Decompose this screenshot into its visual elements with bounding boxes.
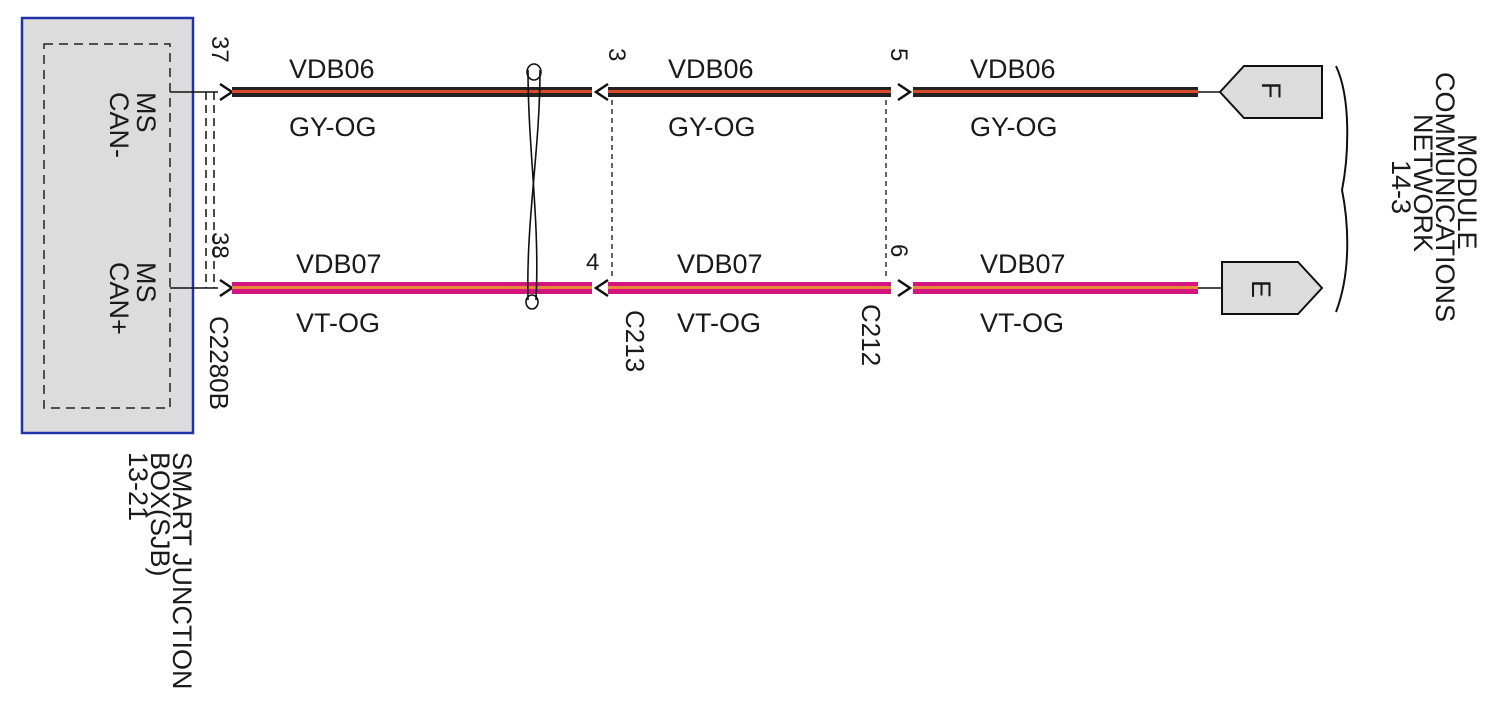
sjb-name-line-1: SMART JUNCTION (167, 452, 197, 690)
wire-color-label-4: VT-OG (296, 308, 380, 338)
smart-junction-box: MS CAN- MS CAN+ SMART JUNCTION BOX(SJB) … (20, 16, 218, 690)
reference-line-2: COMMUNICATIONS (1430, 72, 1460, 322)
wire-circuit-label-4: VDB07 (296, 249, 382, 279)
reference-line-1: MODULE (1452, 134, 1482, 250)
connector-arrow-37 (219, 82, 235, 102)
connector-c212: 5 6 C212 (856, 48, 913, 366)
connector-c213: 3 4 C213 (586, 48, 650, 372)
wire-vdb06-seg1-stripe (232, 90, 592, 93)
connector-c2280b: 37 38 C2280B (204, 36, 235, 410)
connector-arrow-3 (593, 82, 609, 102)
wire-color-label-2: GY-OG (668, 112, 756, 142)
flag-f: F (1198, 65, 1323, 119)
twist-line-b (527, 69, 541, 301)
flag-f-label: F (1256, 82, 1286, 99)
connector-arrow-4 (593, 278, 609, 298)
pin-number-5: 5 (885, 48, 912, 61)
connector-name-c213: C213 (620, 310, 650, 372)
flag-f-shape (1218, 65, 1323, 119)
wire-vdb07-seg1-stripe (232, 286, 592, 289)
connector-arrow-5 (897, 82, 913, 102)
reference-line-4: 14-3 (1386, 160, 1416, 214)
wire-color-label-5: VT-OG (677, 308, 761, 338)
pin-number-37: 37 (206, 36, 233, 63)
sjb-module-box (20, 16, 195, 435)
connector-name-c2280b: C2280B (204, 316, 234, 410)
pin-can-minus-label-2: CAN- (104, 92, 134, 158)
sjb-inner-dashed-box (43, 43, 171, 409)
flag-e-label: E (1246, 280, 1276, 298)
twist-loop-bottom (525, 294, 539, 310)
sjb-name-line-2: BOX(SJB) (145, 452, 175, 577)
wire-circuit-label-2: VDB06 (668, 54, 754, 84)
wire-circuit-label-3: VDB06 (970, 54, 1056, 84)
wire-color-label-1: GY-OG (289, 112, 377, 142)
wire-vdb07-seg2-stripe (608, 286, 891, 289)
twisted-pair-symbol (525, 63, 542, 310)
sjb-name-line-3: 13-21 (123, 452, 153, 521)
pin-can-plus-label-2: CAN+ (104, 262, 134, 335)
connector-name-c212: C212 (856, 304, 886, 366)
flag-e-shape (1221, 261, 1324, 315)
wire-vdb06-seg2-stripe (608, 90, 891, 93)
reference-module-communications: MODULE COMMUNICATIONS NETWORK 14-3 (1386, 72, 1482, 322)
wire-circuit-label-6: VDB07 (980, 249, 1066, 279)
connector-arrow-38 (219, 278, 235, 298)
twist-line-a (527, 69, 538, 301)
wire-circuit-label-1: VDB06 (289, 54, 375, 84)
pin-number-3: 3 (603, 48, 630, 61)
wire-color-label-3: GY-OG (970, 112, 1058, 142)
wire-circuit-label-5: VDB07 (677, 249, 763, 279)
wire-vdb06: VDB06 GY-OG VDB06 GY-OG VDB06 GY-OG (232, 54, 1198, 142)
wire-color-label-6: VT-OG (980, 308, 1064, 338)
pin-number-6: 6 (885, 244, 912, 257)
wire-vdb07: VDB07 VT-OG VDB07 VT-OG VDB07 VT-OG (232, 249, 1198, 338)
pin-can-minus-label-1: MS (131, 92, 161, 133)
reference-brace (1335, 65, 1349, 313)
flag-e: E (1198, 261, 1324, 315)
connector-arrow-6 (897, 278, 913, 298)
wire-vdb07-seg3-stripe (913, 286, 1198, 289)
pin-can-plus-label-1: MS (131, 262, 161, 303)
pin-number-4: 4 (586, 249, 599, 276)
twist-loop-top (526, 63, 542, 81)
pin-number-38: 38 (206, 232, 233, 259)
reference-line-3: NETWORK (1408, 114, 1438, 252)
wire-vdb06-seg3-stripe (913, 90, 1198, 93)
